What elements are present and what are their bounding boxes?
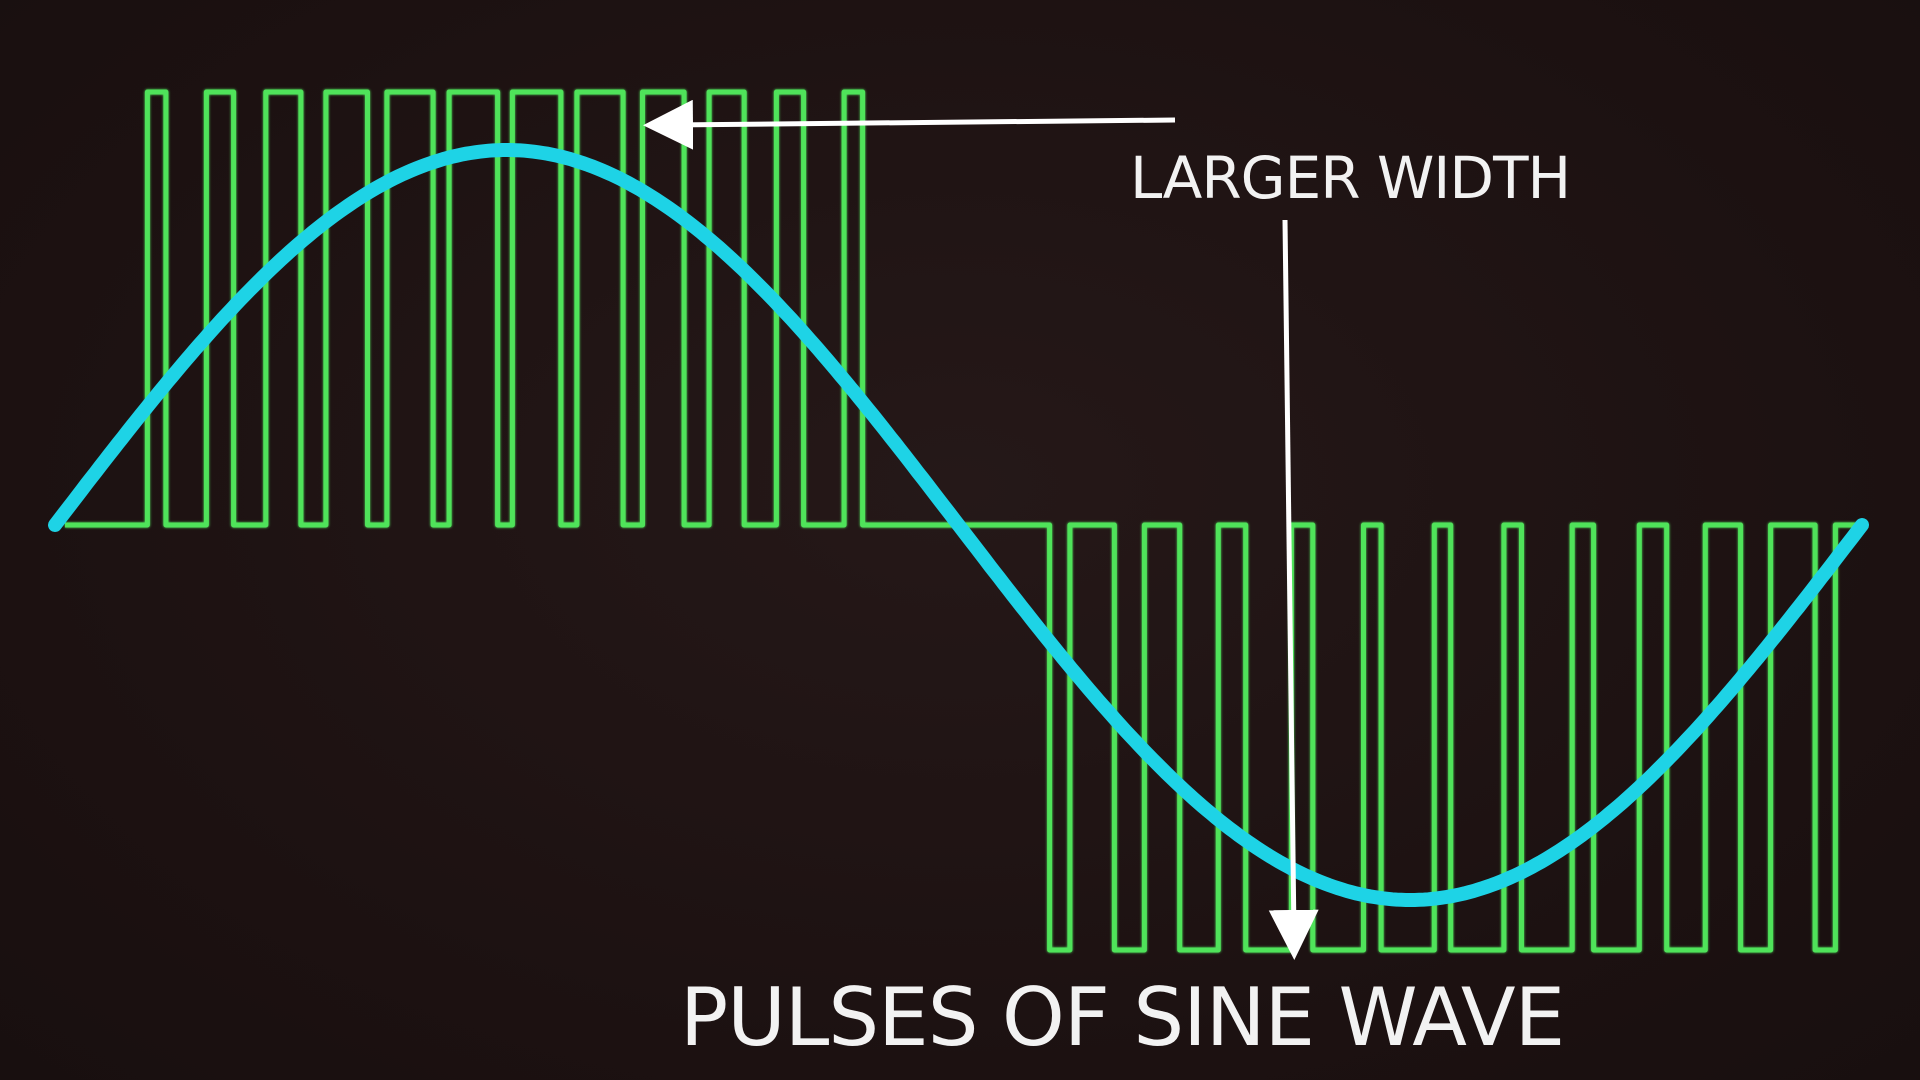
- sine-wave: [48, 143, 1869, 907]
- pwm-pulse-train: [65, 89, 1862, 953]
- larger-width-label: LARGER WIDTH: [1130, 144, 1570, 212]
- pulses-arrow: [1268, 219, 1319, 960]
- larger-width-arrow: [643, 99, 1176, 150]
- pulses-of-sine-wave-label: PULSES OF SINE WAVE: [680, 971, 1564, 1064]
